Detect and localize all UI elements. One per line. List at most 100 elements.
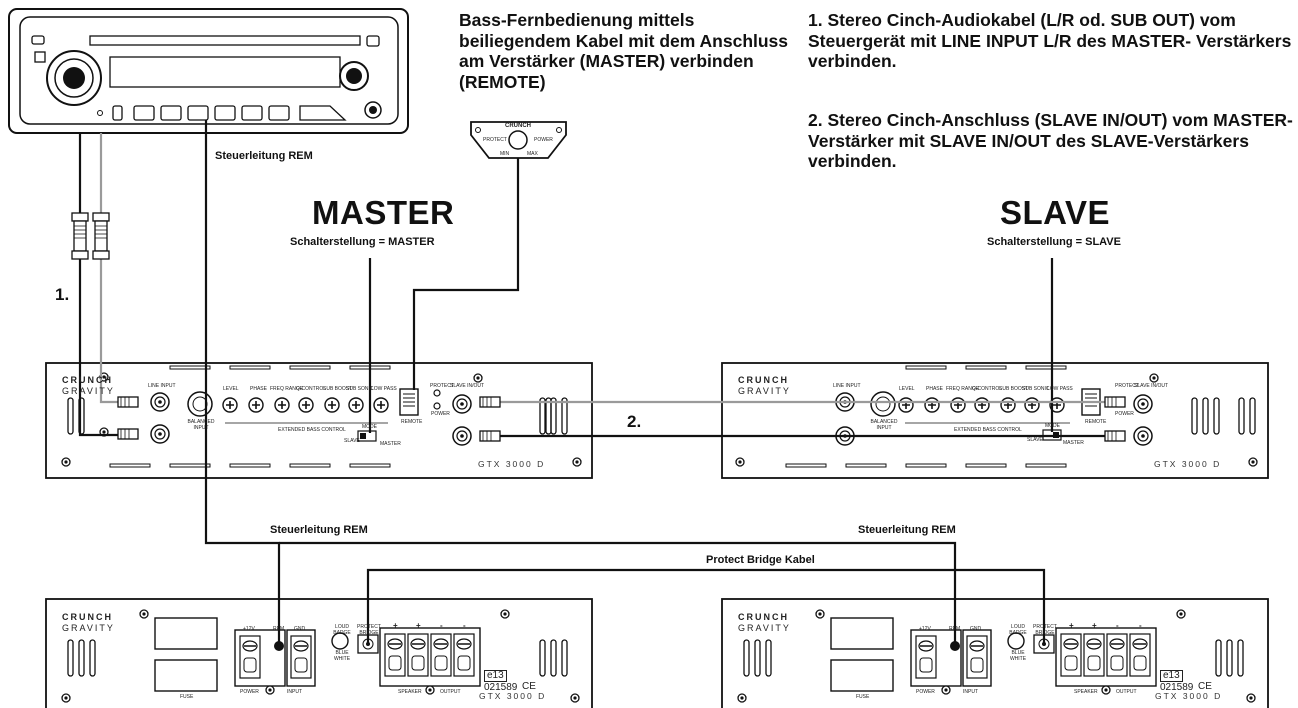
master-switch-label: Schalterstellung = MASTER (290, 236, 435, 248)
amp4-loud-badge: LOUD BADGE (1009, 624, 1027, 636)
amp3-brand-2: GRAVITY (62, 623, 115, 633)
amp3-loud-badge: LOUD BADGE (333, 624, 351, 636)
remote-note: Bass-Fernbedienung mittels beiliegendem … (459, 10, 789, 92)
amp4-brand: CRUNCH (738, 612, 789, 622)
rem-label-left: Steuerleitung REM (270, 524, 368, 536)
slave-freq-range: FREQ RANGE (946, 386, 980, 392)
amp4-output: OUTPUT (1116, 689, 1137, 695)
remote-power: POWER (534, 137, 553, 143)
amp4-plus-2: + (1092, 621, 1097, 630)
amp4-brand-2: GRAVITY (738, 623, 791, 633)
amp3-rem: REM (273, 626, 285, 632)
amp4-protect-bridge: PROTECT BRIDGE (1033, 624, 1057, 636)
master-balanced-input: BALANCED INPUT (187, 419, 215, 431)
master-sub-boost: SUB BOOST (323, 386, 353, 392)
slave-extended-bass: EXTENDED BASS CONTROL (954, 427, 1022, 433)
amp3-minus-1: - (440, 621, 443, 630)
amp3-ce-mark: CE (522, 681, 536, 692)
amp4-model: GTX 3000 D (1155, 691, 1223, 701)
master-mode: MODE (362, 424, 377, 430)
master-power-led: POWER (431, 411, 450, 417)
remote-brand: CRUNCH (505, 123, 531, 129)
slave-mode: MODE (1045, 423, 1060, 429)
amp3-protect-bridge: PROTECT BRIDGE (357, 624, 381, 636)
master-q-control: Q-CONTROL (296, 386, 326, 392)
step2-marker: 2. (627, 412, 642, 431)
slave-protect-led: PROTECT (1115, 383, 1139, 389)
amp3-input: INPUT (287, 689, 302, 695)
amp3-speaker: SPEAKER (398, 689, 422, 695)
slave-model: GTX 3000 D (1154, 459, 1222, 469)
amp4-input: INPUT (963, 689, 978, 695)
slave-level: LEVEL (899, 386, 915, 392)
amp4-plus12v: +12V (919, 626, 931, 632)
slave-low-pass: LOW PASS (1047, 386, 1073, 392)
master-amplifier-power-side (45, 598, 593, 708)
master-low-pass: LOW PASS (371, 386, 397, 392)
amp4-minus-2: - (1139, 621, 1142, 630)
amp3-blue-white: BLUE WHITE (333, 650, 351, 662)
amp4-minus-1: - (1116, 621, 1119, 630)
amp4-speaker: SPEAKER (1074, 689, 1098, 695)
slave-slave-pos: SLAVE (1027, 437, 1043, 443)
amp4-cert: 021589 (1160, 682, 1194, 693)
amp4-blue-white: BLUE WHITE (1009, 650, 1027, 662)
master-amplifier (45, 362, 593, 479)
rem-label-right: Steuerleitung REM (858, 524, 956, 536)
master-slave-in-out: SLAVE IN/OUT (450, 383, 485, 389)
slave-power-led: POWER (1115, 411, 1134, 417)
slave-slave-in-out: SLAVE IN/OUT (1134, 383, 1169, 389)
amp3-model: GTX 3000 D (479, 691, 547, 701)
master-model: GTX 3000 D (478, 459, 546, 469)
amp3-power: POWER (240, 689, 259, 695)
master-freq-range: FREQ RANGE (270, 386, 304, 392)
step1-note: 1. Stereo Cinch-Audiokabel (L/R od. SUB … (808, 10, 1292, 71)
amp3-plus-1: + (393, 621, 398, 630)
rem-label-top: Steuerleitung REM (215, 150, 313, 162)
slave-switch-label: Schalterstellung = SLAVE (987, 236, 1121, 248)
amp3-plus12v: +12V (243, 626, 255, 632)
slave-amplifier (545, 362, 1269, 479)
amp3-e13: e13 (484, 670, 507, 682)
amp4-ce-mark: CE (1198, 681, 1212, 692)
head-unit (8, 8, 409, 134)
slave-sub-boost: SUB BOOST (999, 386, 1029, 392)
master-remote-port: REMOTE (401, 419, 423, 425)
master-protect-led: PROTECT (430, 383, 454, 389)
remote-protect: PROTECT (483, 137, 507, 143)
slave-brand: CRUNCH (738, 375, 789, 385)
slave-brand-2: GRAVITY (738, 386, 791, 396)
amp4-plus-1: + (1069, 621, 1074, 630)
amp4-rem: REM (949, 626, 961, 632)
amp4-gnd: GND (970, 626, 982, 632)
amp3-output: OUTPUT (440, 689, 461, 695)
master-master-pos: MASTER (380, 441, 401, 447)
master-brand-2: GRAVITY (62, 386, 115, 396)
slave-q-control: Q-CONTROL (972, 386, 1002, 392)
master-phase: PHASE (250, 386, 267, 392)
amp3-cert: 021589 (484, 682, 518, 693)
slave-balanced-input: BALANCED INPUT (870, 419, 898, 431)
master-extended-bass: EXTENDED BASS CONTROL (278, 427, 346, 433)
remote-max: MAX (527, 151, 538, 157)
slave-master-pos: MASTER (1063, 440, 1084, 446)
slave-sub-sonic: SUB SONIC (1022, 386, 1050, 392)
slave-amplifier-power-side (721, 598, 1269, 708)
master-sub-sonic: SUB SONIC (346, 386, 374, 392)
protect-bridge-label: Protect Bridge Kabel (706, 554, 815, 566)
master-brand: CRUNCH (62, 375, 113, 385)
amp3-minus-2: - (463, 621, 466, 630)
slave-remote-port: REMOTE (1085, 419, 1107, 425)
slave-phase: PHASE (926, 386, 943, 392)
master-level: LEVEL (223, 386, 239, 392)
slave-line-input: LINE INPUT (833, 383, 861, 389)
amp4-e13: e13 (1160, 670, 1183, 682)
amp3-gnd: GND (294, 626, 306, 632)
bass-remote (470, 121, 567, 159)
master-slave-pos: SLAVE (344, 438, 360, 444)
step2-note: 2. Stereo Cinch-Anschluss (SLAVE IN/OUT)… (808, 110, 1293, 171)
amp3-plus-2: + (416, 621, 421, 630)
amp4-power: POWER (916, 689, 935, 695)
amp3-fuse: FUSE (180, 694, 194, 700)
cables (71, 120, 1126, 646)
